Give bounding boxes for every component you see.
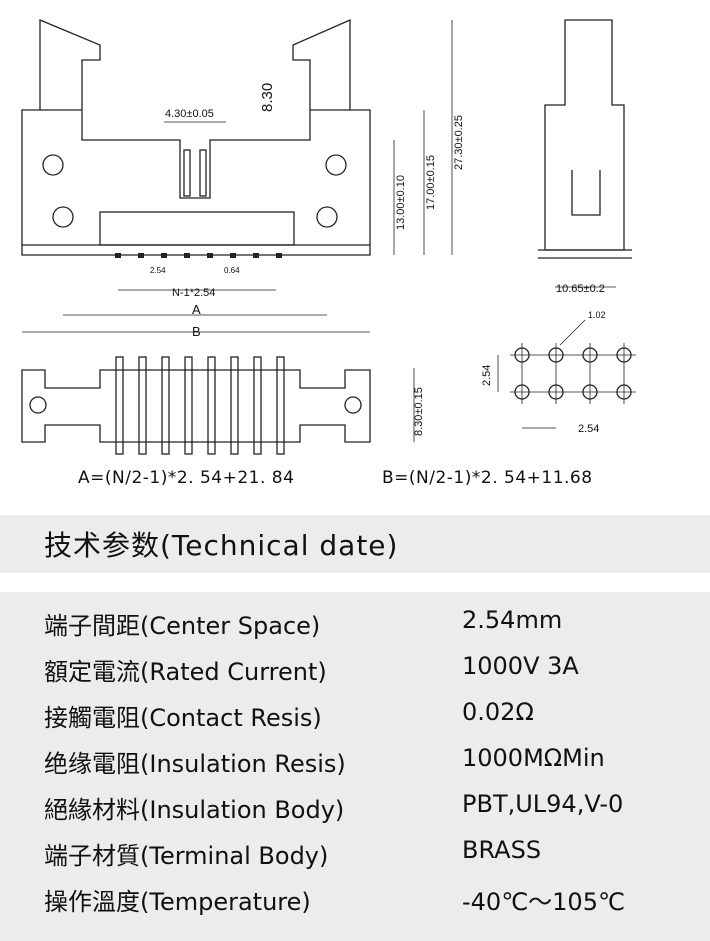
dim-pitch: 2.54: [150, 266, 166, 275]
spec-row: 額定電流(Rated Current) 1000V 3A: [0, 648, 710, 694]
spec-label: 接觸電阻(Contact Resis): [44, 704, 322, 732]
spec-row: 絕緣材料(Insulation Body) PBT,UL94,V-0: [0, 786, 710, 832]
spec-value: -40℃～105℃: [462, 888, 625, 916]
spec-label: 額定電流(Rated Current): [44, 658, 327, 686]
formula-b: B=(N/2-1)*2. 54+11.68: [382, 468, 593, 488]
side-view: [538, 19, 632, 288]
dim-pcb-pitch-h: 2.54: [578, 423, 599, 435]
bottom-view: [21, 356, 415, 455]
dim-17: 17.00±0.15: [425, 155, 437, 210]
pcb-layout: [497, 319, 636, 429]
spec-value: 0.02Ω: [462, 698, 534, 726]
label-a: A: [192, 302, 201, 317]
spec-row: 接觸電阻(Contact Resis) 0.02Ω: [0, 694, 710, 740]
spec-value: 1000MΩMin: [462, 744, 605, 772]
spec-row: 端子材質(Terminal Body) BRASS: [0, 832, 710, 878]
spec-table: 端子間距(Center Space) 2.54mm 額定電流(Rated Cur…: [0, 592, 710, 941]
top-view: [21, 19, 453, 333]
spec-label: 绝缘電阻(Insulation Resis): [44, 750, 346, 778]
technical-drawing: 4.30±0.05 8.30 13.00±0.10 17.00±0.15 27.…: [21, 19, 636, 455]
dim-height: 8.30: [259, 83, 276, 112]
dim-side-width: 10.65±0.2: [556, 283, 605, 295]
dim-pin-span: N-1*2.54: [172, 287, 215, 299]
spec-label: 絕緣材料(Insulation Body): [44, 796, 345, 824]
spec-label: 操作溫度(Temperature): [44, 888, 311, 916]
dim-bottom-height: 8.30±0.15: [413, 387, 425, 436]
dim-width: 4.30±0.05: [165, 108, 214, 120]
dim-hole-dia: 1.02: [588, 310, 606, 320]
dim-pcb-pitch-v: 2.54: [481, 365, 493, 386]
title-band: [0, 515, 710, 573]
dim-13: 13.00±0.10: [395, 175, 407, 230]
spec-label: 端子間距(Center Space): [44, 612, 321, 640]
section-title: 技术参数(Technical date): [44, 529, 399, 562]
label-b: B: [192, 324, 201, 339]
spec-row: 端子間距(Center Space) 2.54mm: [0, 602, 710, 648]
spec-value: BRASS: [462, 836, 542, 864]
spec-value: 2.54mm: [462, 606, 563, 634]
spec-value: PBT,UL94,V-0: [462, 790, 624, 818]
dim-pin-width: 0.64: [224, 266, 240, 275]
spec-value: 1000V 3A: [462, 652, 579, 680]
spec-row: 操作溫度(Temperature) -40℃～105℃: [0, 878, 710, 924]
formula-a: A=(N/2-1)*2. 54+21. 84: [78, 468, 295, 488]
spec-row: 绝缘電阻(Insulation Resis) 1000MΩMin: [0, 740, 710, 786]
dim-27: 27.30±0.25: [453, 115, 465, 170]
spec-label: 端子材質(Terminal Body): [44, 842, 329, 870]
